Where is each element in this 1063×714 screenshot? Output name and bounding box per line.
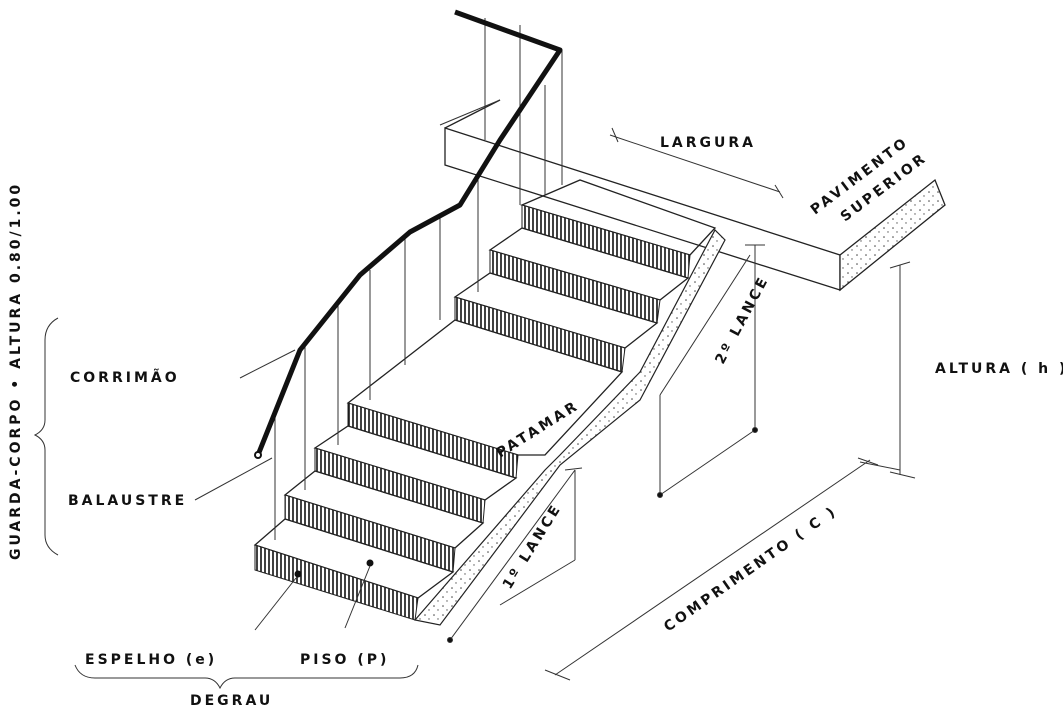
largura-label: LARGURA <box>660 135 756 151</box>
balusters <box>274 18 563 540</box>
balaustre-label: BALAUSTRE <box>68 493 187 509</box>
stair-stringer <box>413 229 726 626</box>
handrail <box>255 9 563 456</box>
guarda-corpo-label: GUARDA-CORPO • ALTURA 0.80/1.00 <box>8 182 24 560</box>
espelho-label: ESPELHO (e) <box>85 652 217 668</box>
upper-floor-slab <box>444 99 946 292</box>
segundo-lance-label: 2º LANCE <box>712 273 772 367</box>
degrau-label: DEGRAU <box>190 693 273 709</box>
dimension-lines <box>33 127 916 690</box>
piso-label: PISO (P) <box>300 652 389 668</box>
comprimento-label: COMPRIMENTO ( C ) <box>661 503 840 635</box>
corrimao-label: CORRIMÃO <box>70 369 180 386</box>
lower-flight <box>253 402 519 621</box>
altura-label: ALTURA ( h ) <box>935 361 1063 377</box>
